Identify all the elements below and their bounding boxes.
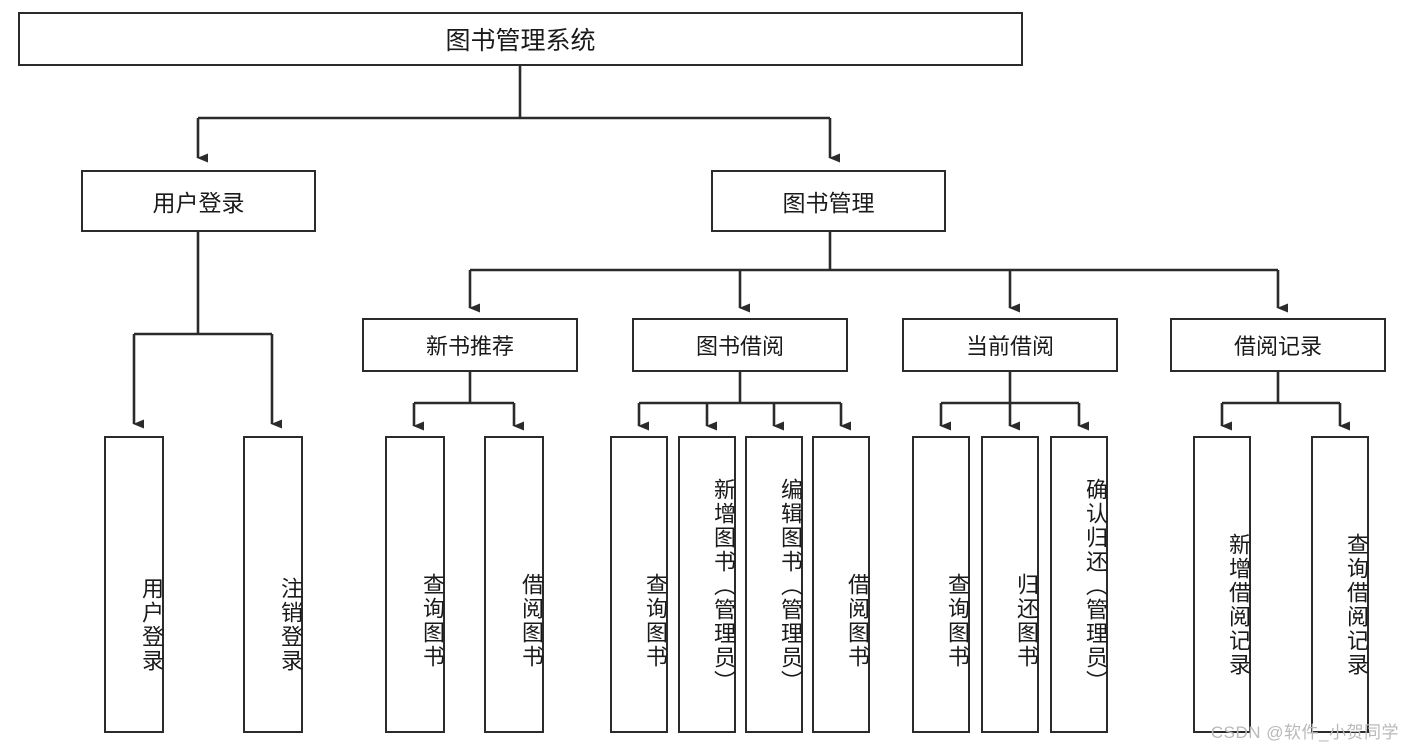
leaf-bb-borrow-book[interactable]: 借阅图书 xyxy=(812,436,870,733)
leaf-label: 查询图书 xyxy=(945,572,970,669)
node-label: 新书推荐 xyxy=(425,334,514,359)
leaf-nb-borrow-book[interactable]: 借阅图书 xyxy=(484,436,544,733)
leaf-bb-add-book-admin[interactable]: 新增图书（管理员） xyxy=(678,436,736,733)
leaf-label: 注销登录 xyxy=(278,576,303,673)
node-borrow-record[interactable]: 借阅记录 xyxy=(1170,318,1386,372)
leaf-logout[interactable]: 注销登录 xyxy=(243,436,303,733)
leaf-bb-query-book[interactable]: 查询图书 xyxy=(610,436,668,733)
leaf-label: 借阅图书 xyxy=(845,572,870,669)
leaf-nb-query-book[interactable]: 查询图书 xyxy=(385,436,445,733)
leaf-label: 确认归还（管理员） xyxy=(1083,478,1108,694)
leaf-label: 编辑图书（管理员） xyxy=(778,478,803,694)
leaf-br-query-record[interactable]: 查询借阅记录 xyxy=(1311,436,1369,733)
node-root-system[interactable]: 图书管理系统 xyxy=(18,12,1023,66)
node-book-management[interactable]: 图书管理 xyxy=(711,170,946,232)
leaf-label: 归还图书 xyxy=(1014,572,1039,669)
leaf-label: 查询图书 xyxy=(643,572,668,669)
node-user-login[interactable]: 用户登录 xyxy=(81,170,316,232)
leaf-label: 用户登录 xyxy=(139,576,164,673)
leaf-bb-edit-book-admin[interactable]: 编辑图书（管理员） xyxy=(745,436,803,733)
node-label: 用户登录 xyxy=(152,190,245,216)
leaf-label: 查询图书 xyxy=(420,572,445,669)
leaf-cb-return-book[interactable]: 归还图书 xyxy=(981,436,1039,733)
node-label: 当前借阅 xyxy=(965,334,1054,359)
node-book-borrow[interactable]: 图书借阅 xyxy=(632,318,848,372)
leaf-cb-query-book[interactable]: 查询图书 xyxy=(912,436,970,733)
watermark-text: CSDN @软件_小贺同学 xyxy=(1210,723,1399,742)
leaf-label: 新增图书（管理员） xyxy=(711,478,736,694)
leaf-label: 借阅图书 xyxy=(519,572,544,669)
node-new-book-recommend[interactable]: 新书推荐 xyxy=(362,318,578,372)
leaf-br-add-record[interactable]: 新增借阅记录 xyxy=(1193,436,1251,733)
node-label: 图书管理系统 xyxy=(445,27,596,55)
leaf-label: 查询借阅记录 xyxy=(1344,532,1369,677)
node-label: 图书借阅 xyxy=(695,334,784,359)
node-current-borrow[interactable]: 当前借阅 xyxy=(902,318,1118,372)
leaf-cb-confirm-return-admin[interactable]: 确认归还（管理员） xyxy=(1050,436,1108,733)
node-label: 借阅记录 xyxy=(1233,334,1322,359)
leaf-label: 新增借阅记录 xyxy=(1226,532,1251,677)
leaf-user-login[interactable]: 用户登录 xyxy=(104,436,164,733)
node-label: 图书管理 xyxy=(782,190,875,216)
